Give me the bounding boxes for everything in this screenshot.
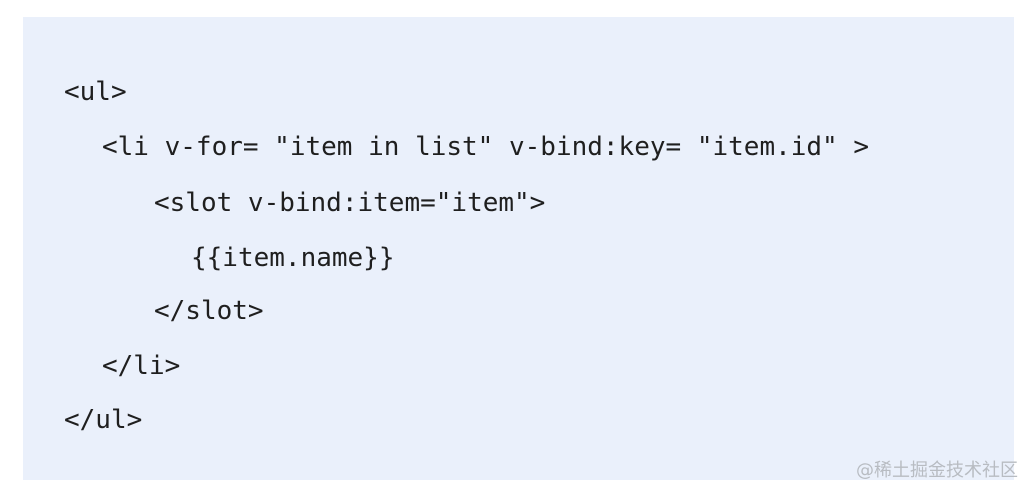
code-line-li-close: </li>: [102, 351, 181, 381]
watermark-text: @稀土掘金技术社区: [856, 460, 1018, 481]
code-block: <ul> <li v-for= "item in list" v-bind:ke…: [23, 17, 1014, 480]
code-line-ul-close: </ul>: [64, 405, 143, 435]
code-line-slot-close: </slot>: [154, 296, 264, 326]
code-line-item-name: {{item.name}}: [191, 243, 395, 273]
code-line-ul-open: <ul>: [64, 77, 127, 107]
code-line-slot-open: <slot v-bind:item="item">: [154, 188, 546, 218]
code-line-li-open: <li v-for= "item in list" v-bind:key= "i…: [102, 132, 870, 162]
